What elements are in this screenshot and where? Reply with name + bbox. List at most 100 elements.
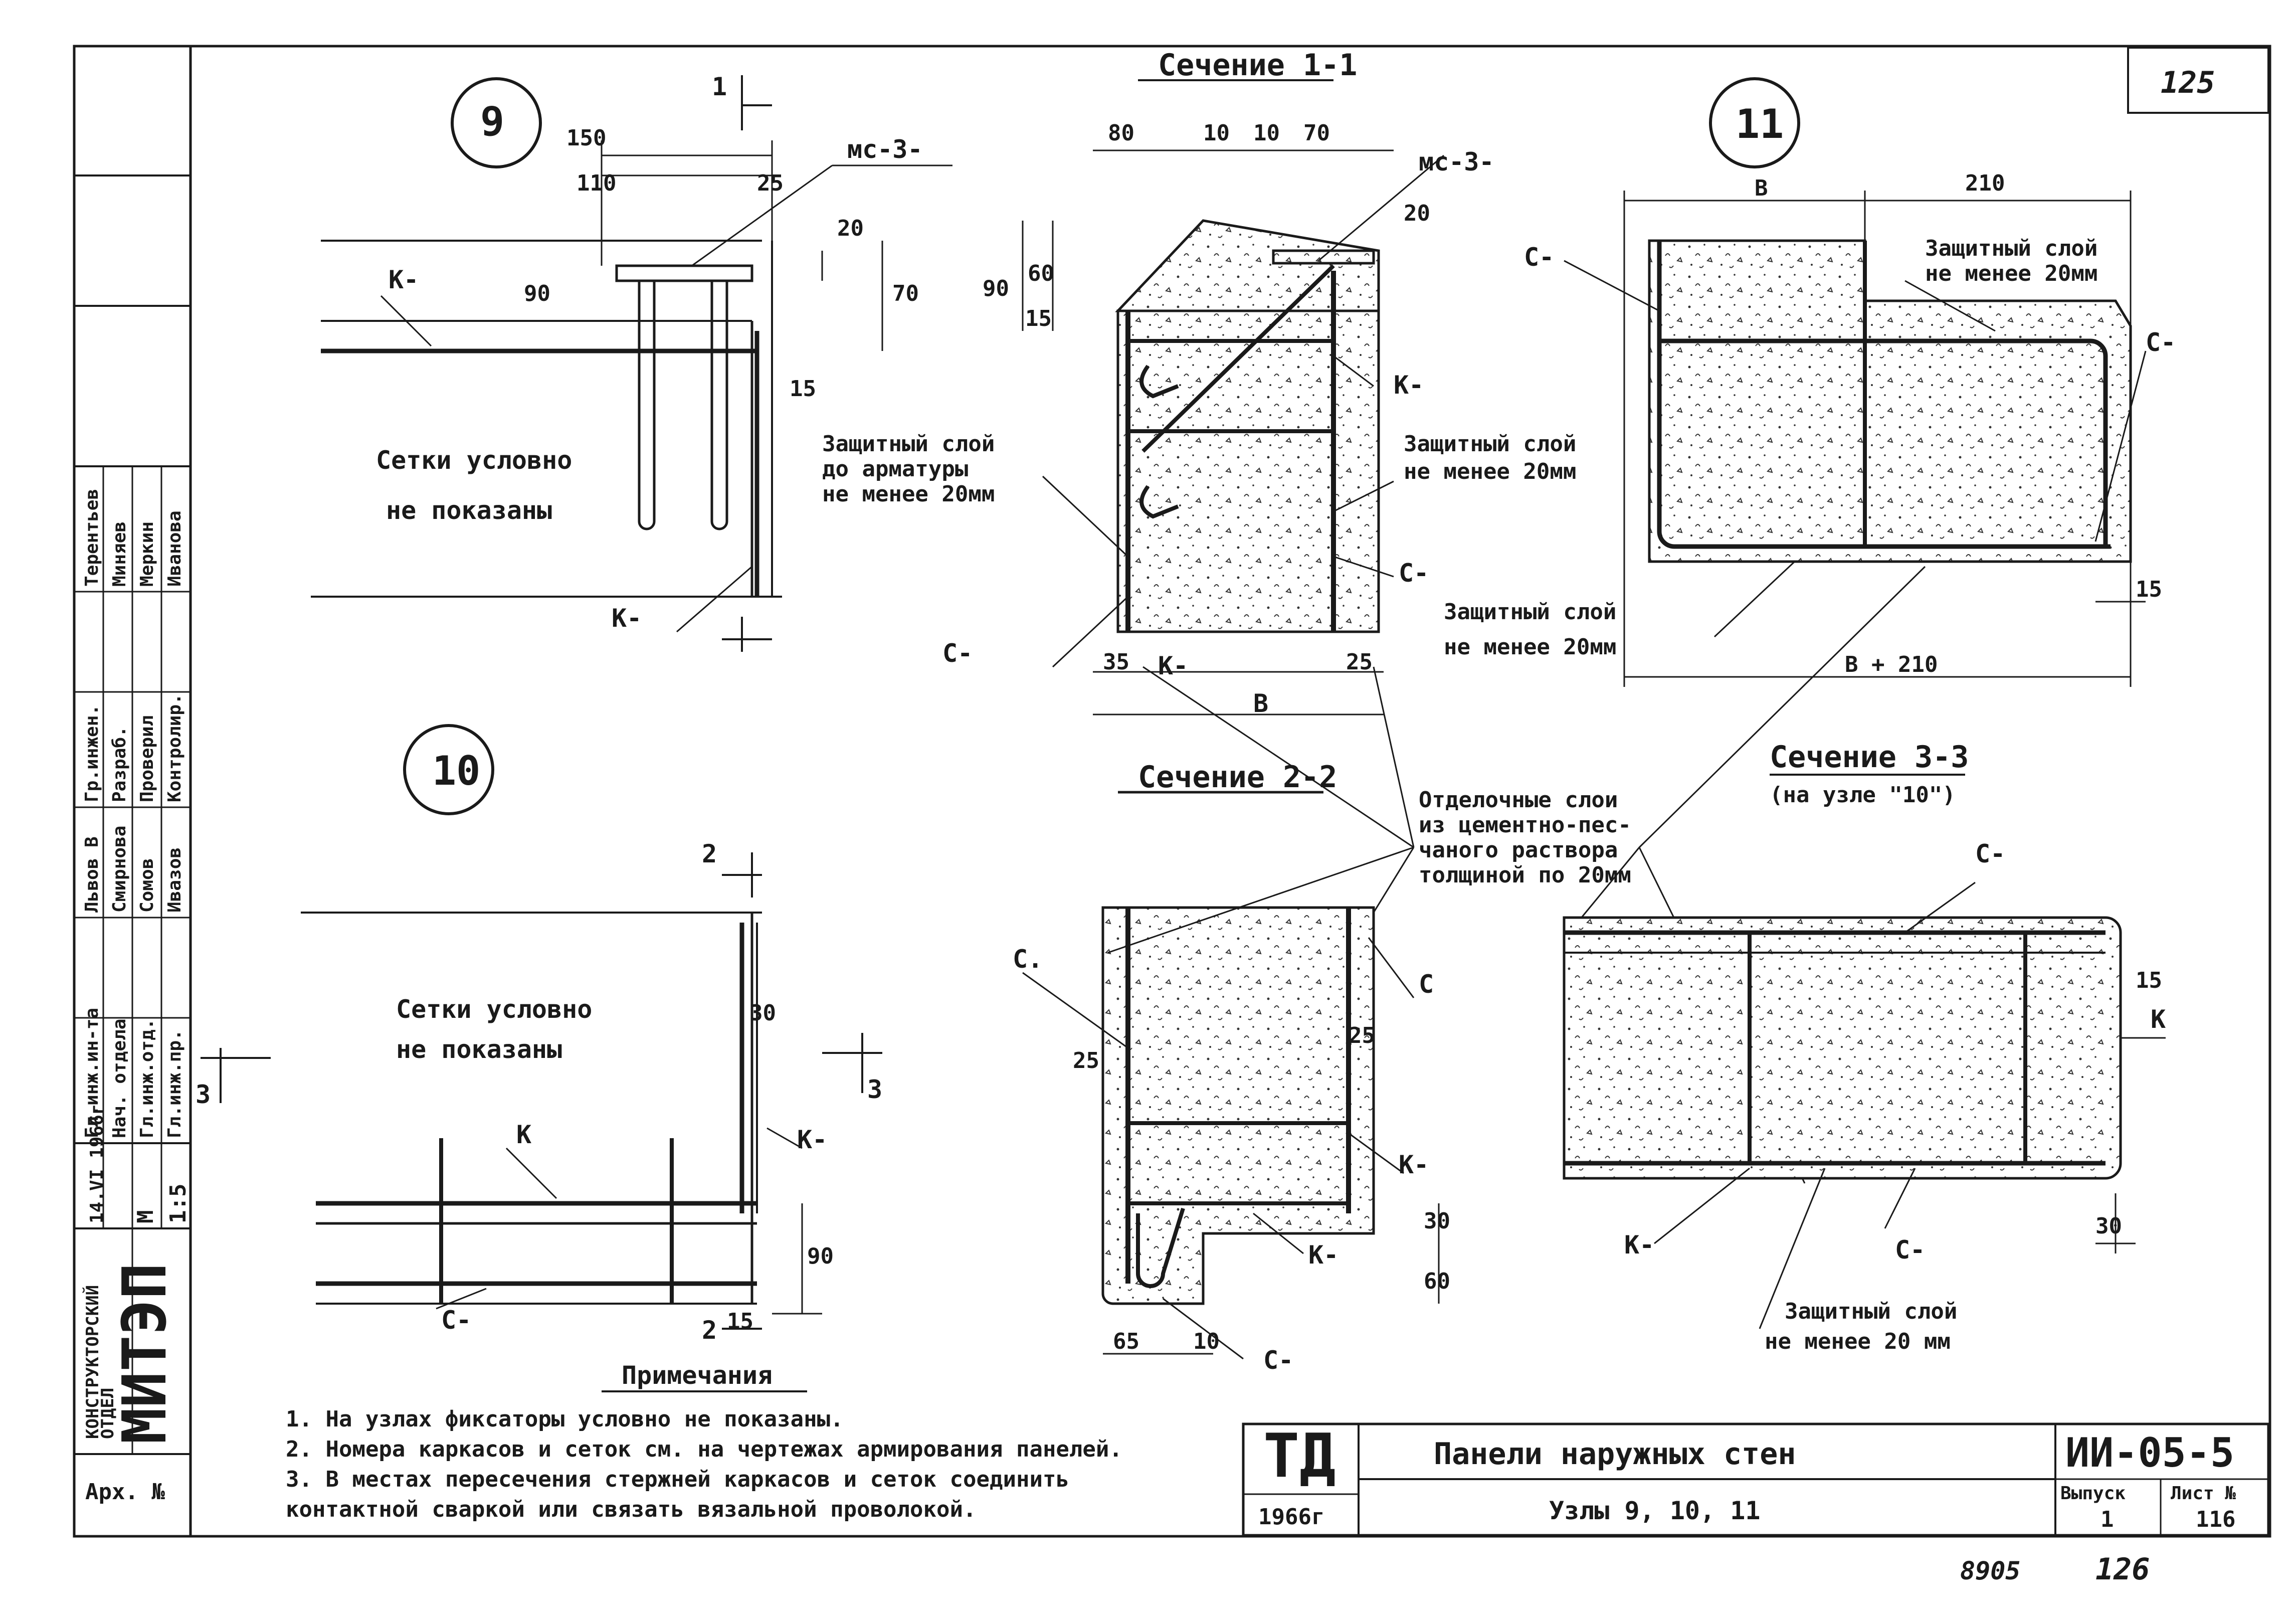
node-10-number: 10 [432,748,480,794]
section11-dim-10b: 10 [1253,120,1280,146]
stamp-scale: 1:5 [165,1184,191,1223]
section33-dim-15: 15 [2136,968,2162,993]
node11-note-top-1: Защитный слой [1925,236,2097,261]
titleblock-code: ИИ-05-5 [2065,1429,2234,1476]
node11-note-top-2: не менее 20мм [1925,261,2097,286]
node10-section-2-top: 2 [702,839,717,868]
section22-label-c-left: С. [1013,945,1043,974]
node9-dim-70: 70 [892,281,919,306]
stamp-name-1d: Ивазов [164,847,185,913]
section-3-3-subtitle: (на узле "10") [1770,782,1956,808]
node10-section-2-bottom: 2 [702,1316,717,1345]
stamp-name-3d: Иванова [164,510,185,587]
node9-k-top: К- [389,265,419,294]
node10-k-right: К- [797,1125,827,1154]
section33-label-c-bottom: С- [1895,1235,1925,1265]
node9-section-mark: 1 [712,72,727,101]
bottom-number-2: 126 [2095,1552,2150,1587]
section22-dim-60: 60 [1424,1269,1450,1294]
section33-label-k-bottom: К- [1624,1230,1654,1260]
node11-note-bottom-2: не менее 20мм [1444,634,1616,660]
node9-k-bottom: К- [612,604,642,633]
section-1-1-title: Сечение 1-1 [1158,48,1357,83]
section11-k-bottom: К- [1158,651,1188,680]
stamp-name-1b: Смирнова [109,826,130,913]
section11-mark-mc3: мс-3- [1419,147,1494,176]
callout-line4: толщиной по 20мм [1419,862,1631,888]
section11-dim-15: 15 [1025,306,1052,331]
page-number: 125 [2161,65,2215,100]
node11-dim-15: 15 [2136,577,2162,602]
section11-note-right-1: Защитный слой [1404,431,1576,457]
titleblock-sheet-label: Лист № [2171,1483,2236,1504]
section11-c-right: С- [1399,559,1429,588]
node10-note-line1: Сетки условно [396,995,592,1024]
stamp-role-3: Гл.инж.отд. [137,1019,157,1138]
node11-dim-b210: В + 210 [1845,652,1938,677]
notes-item-1: 1. На узлах фиксаторы условно не показан… [286,1406,844,1432]
title-block-frame [1242,1422,2270,1537]
section22-dim-25-left: 25 [1073,1048,1099,1073]
node10-section-3-right: 3 [867,1075,882,1104]
notes-item-2: 2. Номера каркасов и сеток см. на чертеж… [286,1437,1122,1462]
section22-label-c-bottom: С- [1263,1346,1293,1375]
node11-c-right: С- [2146,328,2176,357]
stamp-name-2a: Гр.инжен. [82,704,102,802]
section33-label-k-right: К [2151,1005,2166,1034]
node-9-number: 9 [480,98,504,145]
node10-dim-30: 30 [749,1000,776,1026]
titleblock-subtitle: Узлы 9, 10, 11 [1549,1496,1760,1525]
section11-dim-25: 25 [1346,649,1373,675]
stamp-role-1: Гл.инж.ин-та [82,1008,102,1138]
section11-dim-35: 35 [1103,649,1129,675]
section22-dim-65: 65 [1113,1329,1139,1354]
stamp-name-1c: Сомов [137,858,157,913]
node9-note-line2: не показаны [386,496,552,525]
stamp-dept-label: КОНСТРУКТОРСКИЙ ОТДЕЛ [83,1285,118,1439]
node9-dim-15: 15 [790,376,816,402]
section11-note-left-1: Защитный слой [822,431,995,457]
node9-dim-150: 150 [566,125,606,151]
section11-note-left-2: до арматуры [822,456,968,482]
node10-k: К [516,1120,531,1149]
section11-dim-60: 60 [1028,261,1054,286]
stamp-org: МИТЭП [110,1263,180,1444]
titleblock-issue: 1 [2100,1507,2114,1532]
node9-mark-mc3: мс-3- [847,135,923,164]
node9-dim-90: 90 [524,281,550,306]
stamp-name-2b: Разраб. [109,726,130,802]
section22-label-k-bottom: К- [1308,1240,1338,1270]
stamp-scale-label: М [133,1210,158,1224]
node11-c-left: С- [1524,243,1554,272]
section33-dim-30: 30 [2095,1213,2122,1239]
section11-dim-70: 70 [1303,120,1330,146]
titleblock-year: 1966г [1258,1504,1324,1530]
stamp-name-1a: Львов В [82,836,102,913]
callout-line1: Отделочные слои [1419,787,1618,813]
section11-note-right-2: не менее 20мм [1404,459,1576,484]
section22-label-c-right: С [1419,970,1434,999]
notes-title: Примечания [622,1361,773,1390]
titleblock-logo: ТД [1263,1421,1336,1491]
titleblock-title: Панели наружных стен [1434,1437,1796,1472]
node10-note-line2: не показаны [396,1035,562,1064]
section11-b: В [1253,689,1268,718]
notes-item-4: контактной сваркой или связать вязальной… [286,1497,977,1522]
section22-label-k-right: К- [1399,1150,1429,1179]
stamp-archive: Арх. № [85,1479,165,1505]
stamp-name-3b: Миняев [109,521,130,587]
node-11-drawing [1564,77,2147,687]
node9-dim-25: 25 [757,170,784,196]
section11-dim-20: 20 [1404,201,1430,226]
callout-line3: чаного раствора [1419,837,1618,863]
node-10-drawing [201,724,882,1330]
section22-dim-25-right: 25 [1349,1023,1375,1048]
section-3-3-title: Сечение 3-3 [1770,740,1969,775]
stamp-name-2c: Проверил [137,715,157,802]
node10-c: С- [441,1306,471,1335]
section22-dim-30: 30 [1424,1208,1450,1234]
node-11-number: 11 [1736,101,1784,147]
bottom-number-1: 8905 [1960,1556,2020,1585]
section11-c-left: С- [942,639,973,668]
